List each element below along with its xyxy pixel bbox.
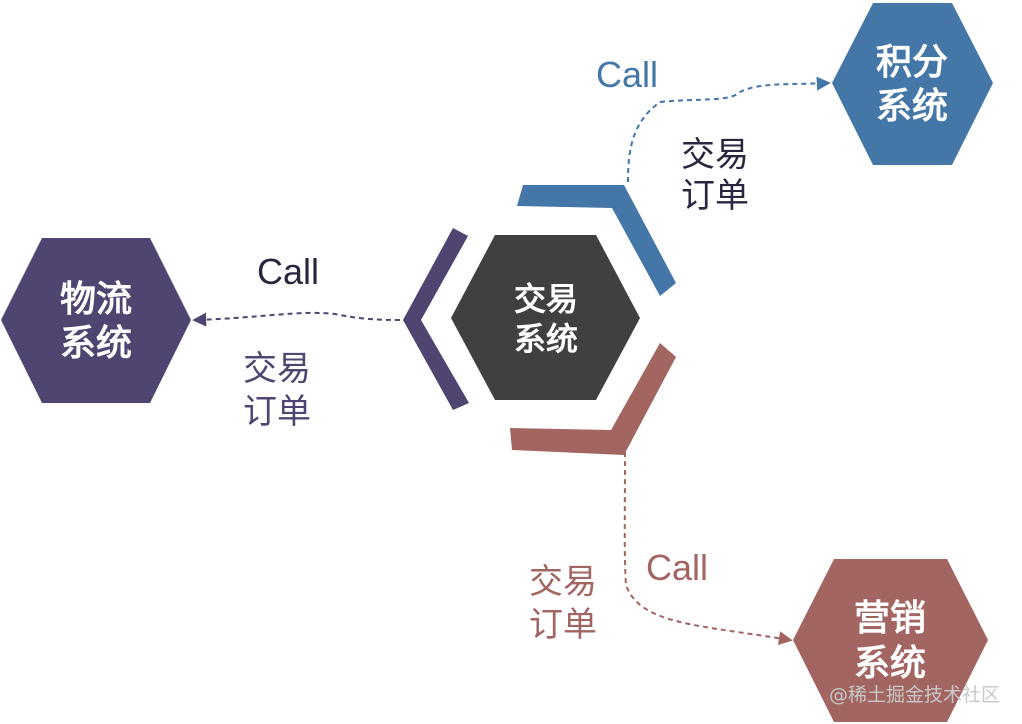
marketing-label-line2: 系统 — [854, 643, 926, 684]
logistics-call-label: Call — [257, 251, 319, 292]
center-label-line2: 系统 — [514, 320, 578, 358]
logistics-label-line1: 物流 — [60, 279, 132, 320]
points-call-arrow — [627, 76, 831, 183]
marketing-order-label-line2: 订单 — [529, 605, 597, 645]
logistics-hexagon — [1, 238, 191, 403]
top-right-bracket-segment — [517, 185, 676, 296]
marketing-label-line1: 营销 — [854, 598, 926, 639]
center-trade-node: 交易 系统 — [451, 235, 640, 400]
center-label-line1: 交易 — [514, 280, 578, 318]
logistics-order-label-line2: 订单 — [243, 392, 311, 432]
marketing-order-label-line1: 交易 — [529, 562, 597, 602]
marketing-node: 营销 系统 — [793, 559, 988, 722]
points-hexagon — [832, 3, 993, 165]
points-node: 积分 系统 — [832, 3, 993, 165]
logistics-call-arrow — [192, 311, 401, 327]
points-order-label-line2: 订单 — [681, 176, 749, 216]
bottom-right-bracket-segment — [510, 343, 676, 455]
left-bracket-segment — [403, 228, 469, 410]
watermark-text: @稀土掘金技术社区 — [829, 684, 1000, 706]
points-label-line1: 积分 — [876, 42, 948, 83]
marketing-hexagon — [793, 559, 988, 722]
points-order-label-line1: 交易 — [681, 135, 749, 175]
points-label-line2: 系统 — [876, 86, 948, 127]
center-hexagon — [451, 235, 640, 400]
logistics-order-label-line1: 交易 — [243, 349, 311, 389]
logistics-label-line2: 系统 — [60, 323, 132, 364]
marketing-call-arrow — [623, 451, 793, 646]
points-call-label: Call — [596, 54, 658, 95]
logistics-node: 物流 系统 — [1, 238, 191, 403]
marketing-call-label: Call — [646, 547, 708, 588]
